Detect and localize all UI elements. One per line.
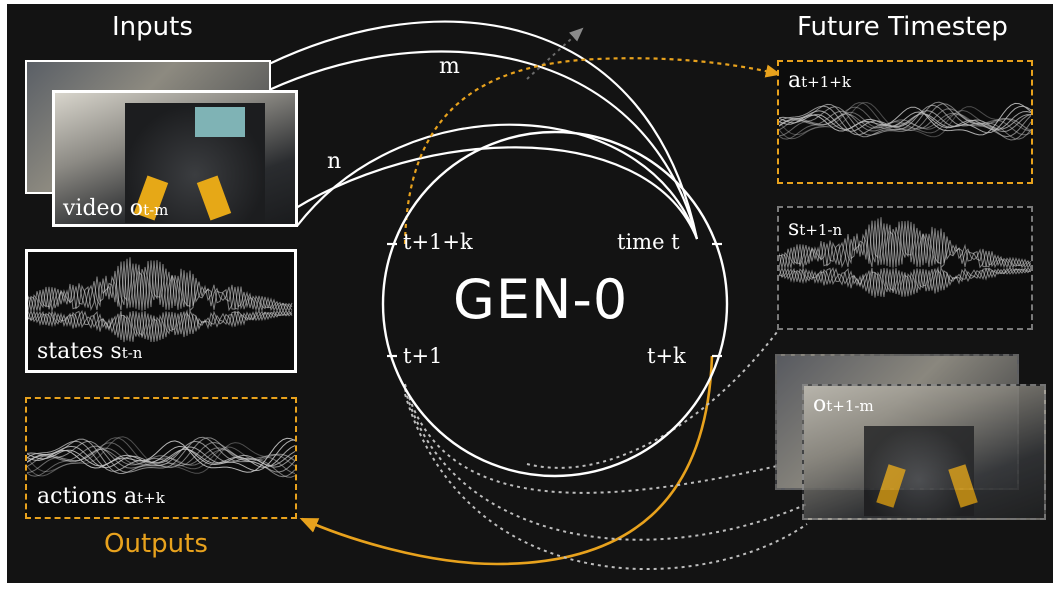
dotted-to-future-states — [526, 331, 778, 469]
waveform-line — [779, 102, 1031, 136]
video-frame-front — [52, 90, 298, 227]
arrow-to-outputs — [299, 355, 714, 566]
outputs-header: Outputs — [104, 529, 208, 559]
future-obs-frame-front — [802, 384, 1046, 520]
waveform-line — [779, 111, 1031, 137]
waveform-line — [779, 101, 1031, 138]
dotted-to-future-obs-3 — [404, 393, 808, 570]
future-actions-box — [777, 60, 1033, 184]
waveform-line — [27, 445, 295, 469]
faint-up-arrow — [526, 27, 584, 80]
arc-n-outer — [296, 123, 699, 240]
waveform-line — [28, 257, 293, 313]
states-input-box — [25, 249, 297, 373]
arc-label-n: n — [327, 149, 342, 174]
actions-output-box — [25, 397, 297, 519]
diagram-canvas: Inputs Future Timestep Outputs m n GEN-0… — [7, 4, 1053, 583]
connection-lines — [268, 20, 808, 570]
inputs-header: Inputs — [112, 12, 193, 42]
waveform-line — [779, 110, 1031, 132]
arc-n-inner — [268, 146, 699, 240]
arc-m-outer — [268, 20, 699, 240]
future-timestep-header: Future Timestep — [797, 12, 1008, 42]
waveform-line — [779, 105, 1031, 134]
tick-label-t-plus-1-plus-k: t+1+k — [403, 230, 473, 254]
gen0-circle — [381, 130, 729, 478]
waveform-line — [28, 309, 293, 342]
waveform-line — [779, 217, 1031, 269]
future-actions-label: at+1+k — [788, 68, 851, 93]
waveform-line — [27, 437, 295, 473]
waveform-line — [27, 441, 295, 478]
teal-panel — [195, 107, 245, 137]
waveform-line — [779, 103, 1031, 138]
tick-label-t-plus-k: t+k — [647, 344, 686, 368]
future-states-box — [777, 206, 1033, 330]
future-actions-waveform — [779, 101, 1031, 141]
waveform-line — [27, 436, 295, 473]
actions-output-label: actions at+k — [37, 484, 165, 509]
waveform-line — [779, 105, 1031, 136]
waveform-line — [27, 438, 295, 475]
states-waveform — [28, 257, 293, 343]
waveform-line — [27, 439, 295, 472]
waveform-line — [27, 447, 295, 474]
waveform-line — [27, 440, 295, 472]
arrow-to-future-actions — [403, 57, 782, 245]
gen0-title: GEN-0 — [453, 268, 629, 331]
future-states-waveform — [779, 217, 1031, 298]
actions-waveform — [27, 436, 295, 478]
tick-label-t-plus-1: t+1 — [403, 344, 443, 368]
tick-label-time-t: time t — [617, 230, 680, 254]
dotted-to-future-obs-1 — [404, 383, 778, 494]
future-obs-label: ot+1-m — [813, 392, 874, 417]
waveform-line — [779, 102, 1031, 140]
waveform-line — [28, 309, 293, 343]
arc-m-inner — [268, 50, 699, 240]
dotted-to-future-obs-2 — [404, 388, 808, 541]
video-input-label: video ot-m — [63, 196, 169, 221]
future-states-label: st+1-n — [788, 216, 843, 241]
waveform-line — [779, 266, 1031, 298]
arc-label-m: m — [439, 54, 460, 79]
states-input-label: states st-n — [37, 339, 143, 364]
waveform-line — [779, 103, 1031, 141]
